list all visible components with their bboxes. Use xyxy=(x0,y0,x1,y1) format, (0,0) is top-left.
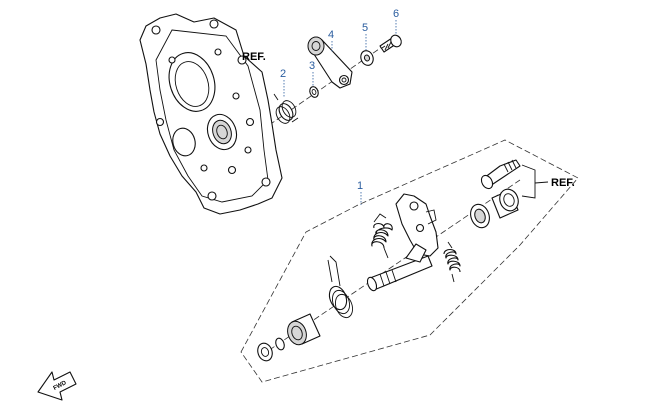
part-3-washer xyxy=(309,86,319,98)
assembly-boundary xyxy=(240,139,579,383)
part-4-roller-arm xyxy=(307,36,353,89)
shift-plate xyxy=(395,193,439,257)
cover-ref-label: REF. xyxy=(242,51,266,63)
direction-arrow-icon: FWD xyxy=(37,371,77,401)
callout-6: 6 xyxy=(393,8,399,20)
callout-3: 3 xyxy=(309,60,315,72)
collar-sleeve xyxy=(287,313,321,346)
torsion-spring xyxy=(327,255,354,319)
return-spring-lower xyxy=(443,241,461,283)
ref-bracket xyxy=(521,164,536,199)
callout-1: 1 xyxy=(357,180,363,192)
return-spring-upper xyxy=(371,213,393,259)
gear-cover-plate xyxy=(139,13,283,215)
needle-bearing xyxy=(491,188,519,219)
callout-4: 4 xyxy=(328,29,334,41)
part-6-bolt xyxy=(379,34,402,53)
shift-shaft xyxy=(366,243,433,292)
seal-ring xyxy=(470,203,490,229)
part-5-washer xyxy=(360,50,374,66)
callout-2: 2 xyxy=(280,68,286,80)
small-ring xyxy=(275,337,285,351)
part-2-spring xyxy=(273,93,299,124)
washer-lower xyxy=(257,342,273,362)
lower-axis-line xyxy=(261,179,521,356)
shaft-pin xyxy=(480,159,521,190)
ref-bracket-tick xyxy=(534,181,549,184)
callout-5: 5 xyxy=(362,22,368,34)
shaft-ref-label: REF. xyxy=(551,177,575,189)
